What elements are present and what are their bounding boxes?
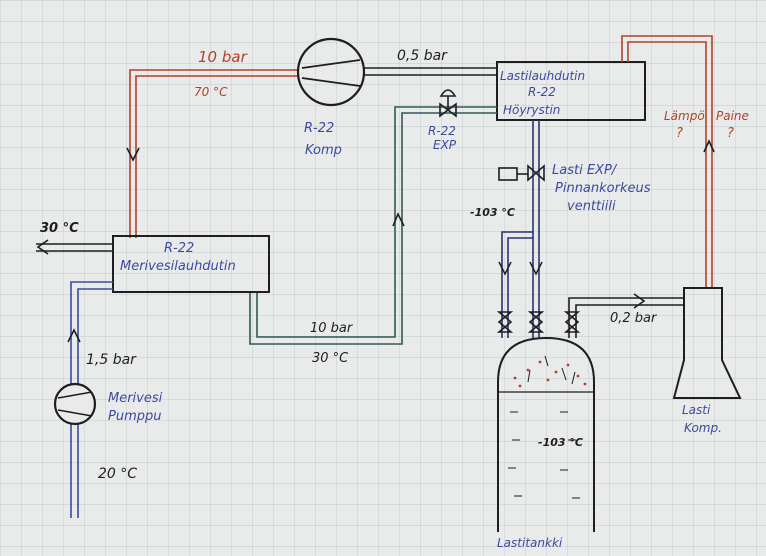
pump-label-1: Merivesi [108, 391, 163, 406]
pressure-gauge-value: ? [727, 126, 734, 141]
temp-gauge-label: Lämpö [664, 109, 705, 123]
pump-label-2: Pumppu [108, 409, 162, 424]
liquid-line [249, 106, 497, 345]
discharge-line [129, 69, 298, 238]
cargo-pressure-label: 0,2 bar [610, 311, 658, 326]
seawater-in-temp: 20 °C [98, 466, 137, 482]
cargo-vapor-return [568, 293, 684, 338]
level-control-valve [498, 164, 545, 182]
spray-branch-line [501, 231, 533, 338]
condenser-box [112, 235, 270, 293]
seawater-outlet [36, 239, 113, 255]
evaporator-box [496, 61, 646, 121]
cargo-vapor-line [621, 35, 713, 288]
seawater-flow-arrow [67, 328, 81, 343]
pressure-gauge-label: Paine [716, 109, 749, 123]
seawater-pressure-label: 1,5 bar [86, 352, 137, 368]
exp-valve-label-1: R-22 [428, 124, 456, 138]
tank-temp-label: -103 °C [538, 436, 583, 449]
tank-valves [496, 311, 581, 333]
suction-pressure-label: 0,5 bar [397, 48, 448, 64]
condenser-label-2: Merivesilauhdutin [120, 259, 236, 274]
exp-valve-label-2: EXP [433, 138, 457, 152]
suction-line [364, 67, 497, 76]
discharge-flow-arrow [126, 147, 140, 162]
compressor-label-2: Komp [305, 143, 342, 158]
seawater-out-temp: 30 °C [40, 221, 79, 236]
cargo-tank [497, 336, 595, 532]
liquid-pressure-label: 10 bar [310, 321, 354, 336]
discharge-temp-label: 70 °C [194, 85, 228, 99]
cargo-compressor [672, 287, 742, 399]
cargo-comp-label-1: Lasti [682, 403, 711, 417]
spray-flow-arrow [498, 261, 512, 276]
cargo-vapor-arrow [703, 139, 715, 153]
level-valve-label-2: Pinnankorkeus [555, 181, 651, 196]
temp-gauge-value: ? [676, 126, 683, 141]
r22-compressor [296, 37, 366, 107]
r22-exp-valve [439, 89, 457, 118]
level-valve-label-3: venttiili [567, 199, 616, 214]
condenser-label-1: R-22 [164, 241, 194, 256]
cargo-flow-arrow [529, 261, 543, 276]
tank-label: Lastitankki [497, 536, 563, 550]
seawater-pump [53, 382, 97, 426]
evaporator-label-1: Lastilauhdutin [500, 69, 585, 83]
compressor-label-1: R-22 [304, 121, 334, 136]
level-valve-label-1: Lasti EXP/ [552, 163, 618, 178]
cargo-liquid-line [532, 120, 540, 338]
seawater-inlet [70, 281, 113, 518]
cargo-line-temp-label: -103 °C [470, 206, 515, 219]
cargo-comp-label-2: Komp. [684, 421, 722, 435]
evaporator-label-2: R-22 [528, 85, 556, 99]
discharge-pressure-label: 10 bar [198, 48, 248, 66]
evaporator-label-3: Höyrystin [503, 103, 560, 117]
liquid-temp-label: 30 °C [312, 351, 349, 366]
liquid-flow-arrow [392, 212, 405, 227]
